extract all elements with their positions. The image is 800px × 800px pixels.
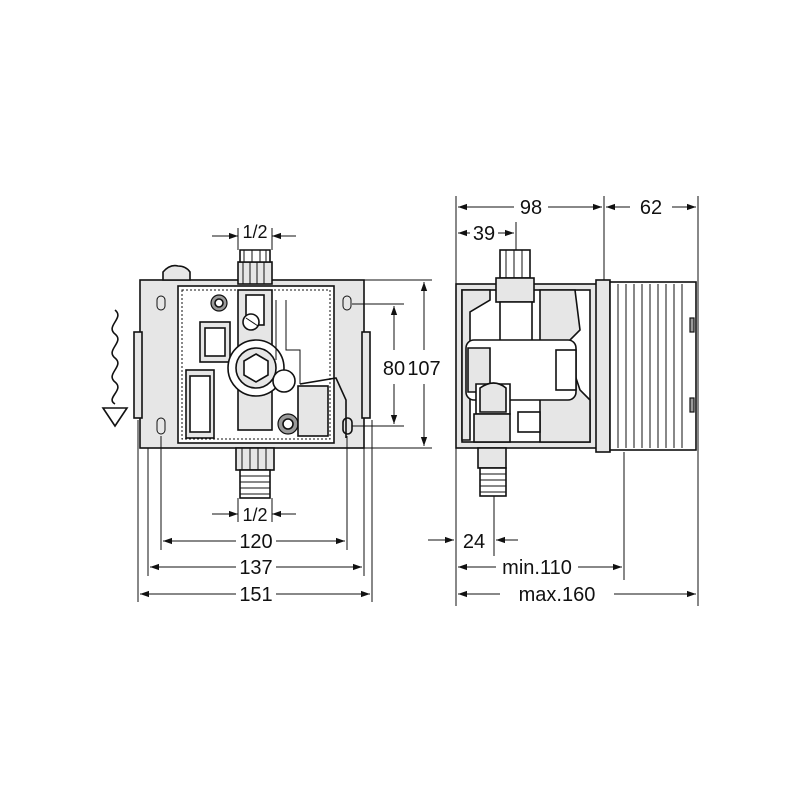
dim-137-label: 137 bbox=[239, 557, 272, 579]
front-top-knob bbox=[162, 264, 191, 281]
thread-top-label: 1/2 bbox=[242, 222, 267, 242]
front-left-tab bbox=[133, 331, 143, 419]
dim-62-label: 62 bbox=[640, 197, 662, 219]
slot-bottom-left bbox=[156, 417, 166, 435]
dim-151-label: 151 bbox=[239, 584, 272, 606]
dim-24-label: 24 bbox=[463, 531, 485, 553]
extension-sleeve bbox=[609, 281, 697, 451]
dim-min-label: min.110 bbox=[502, 557, 572, 579]
thread-bottom-label: 1/2 bbox=[242, 505, 267, 525]
sleeve-ribs bbox=[617, 284, 683, 448]
front-right-tab bbox=[361, 331, 371, 419]
dim-80-label: 80 bbox=[383, 358, 405, 380]
slot-top-right bbox=[342, 295, 352, 311]
front-dimensions: 1/2 1/2 80 107 120 137 bbox=[137, 222, 441, 606]
dim-39-label: 39 bbox=[473, 223, 495, 245]
side-valve bbox=[465, 249, 577, 497]
slot-top-left bbox=[156, 295, 166, 311]
side-flange bbox=[595, 279, 611, 453]
valve-body bbox=[185, 289, 347, 439]
top-fitting bbox=[237, 249, 273, 285]
dim-max-label: max.160 bbox=[519, 584, 596, 606]
side-view bbox=[455, 249, 697, 497]
front-view bbox=[133, 249, 371, 499]
dim-98-label: 98 bbox=[520, 197, 542, 219]
dim-107-label: 107 bbox=[407, 358, 440, 380]
side-dimensions: 98 62 39 24 min.110 max.160 bbox=[428, 196, 699, 606]
dim-120-label: 120 bbox=[239, 531, 272, 553]
bottom-fitting bbox=[235, 447, 275, 499]
wavy-arrow-to-ground-icon bbox=[101, 309, 129, 428]
